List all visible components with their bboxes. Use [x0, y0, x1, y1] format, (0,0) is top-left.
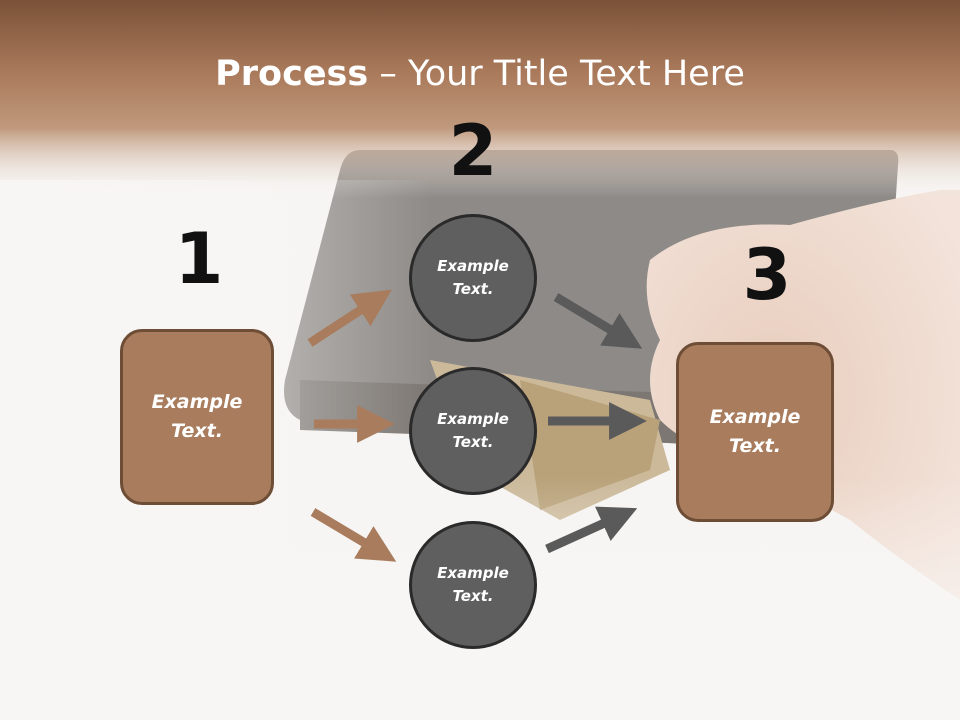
step-number-2: 2: [448, 110, 498, 192]
circle-bottom-text: Example Text.: [437, 564, 509, 605]
left-box-text: Example Text.: [151, 391, 243, 442]
left-example-box: Example Text.: [120, 329, 274, 505]
circle-top: Example Text.: [409, 214, 537, 342]
right-box-text: Example Text.: [709, 406, 801, 457]
slide-title: Process – Your Title Text Here: [0, 52, 960, 96]
circle-middle-text: Example Text.: [437, 410, 509, 451]
circle-bottom: Example Text.: [409, 521, 537, 649]
step-number-3: 3: [742, 234, 792, 316]
title-rest: – Your Title Text Here: [368, 54, 745, 94]
circle-top-text: Example Text.: [437, 257, 509, 298]
step-number-1: 1: [174, 218, 224, 300]
right-example-box: Example Text.: [676, 342, 834, 522]
title-bold: Process: [215, 54, 369, 94]
circle-middle: Example Text.: [409, 367, 537, 495]
